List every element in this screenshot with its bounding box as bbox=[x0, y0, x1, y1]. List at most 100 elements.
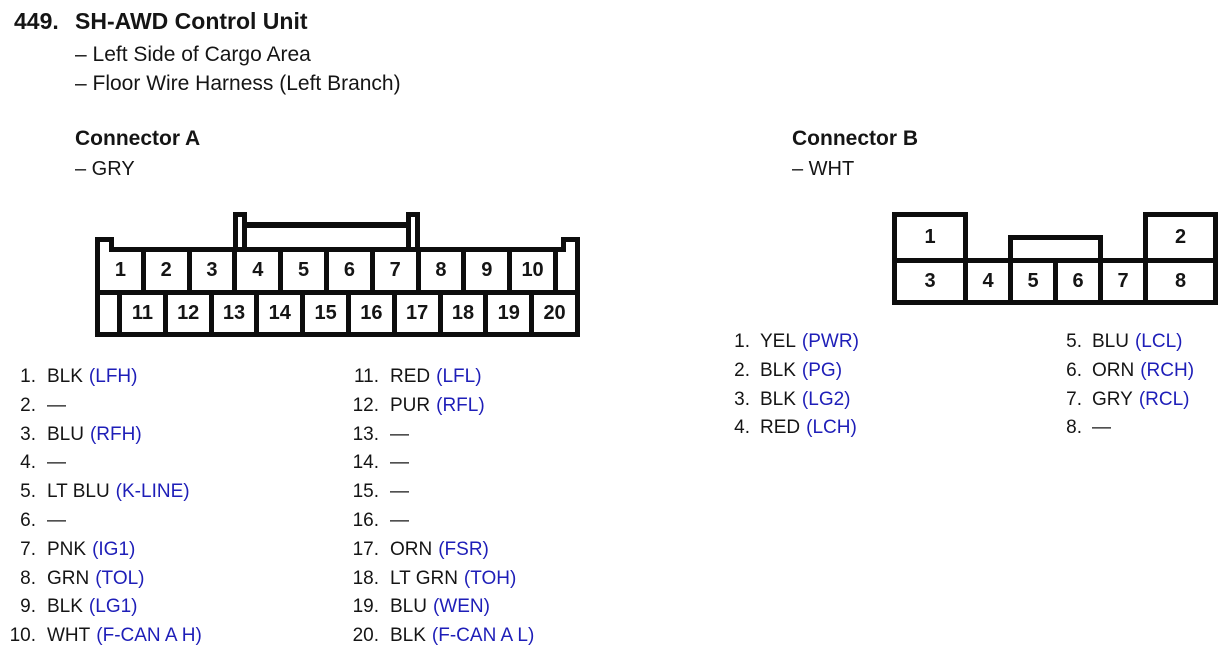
pin-number: 1. bbox=[20, 366, 36, 387]
pin-number: 11. bbox=[353, 366, 379, 387]
wire-color: BLU bbox=[390, 596, 427, 618]
pin-number: 2. bbox=[734, 359, 750, 381]
pin-cell: 3 bbox=[897, 263, 963, 300]
housing-tab bbox=[561, 237, 580, 252]
wire-color: — bbox=[390, 481, 409, 503]
connector-b-pin-list-col1: 1.YEL(PWR) 2.BLK(PG) 3.BLK(LG2) 4.RED(LC… bbox=[716, 328, 859, 443]
pin-row: 18.LT GRN(TOH) bbox=[341, 565, 534, 594]
pin-row: 1.BLK(LFH) bbox=[6, 363, 202, 392]
location-line: – Floor Wire Harness (Left Branch) bbox=[75, 71, 401, 95]
wire-color: GRY bbox=[1092, 388, 1133, 410]
pin-row: 5.LT BLU(K-LINE) bbox=[6, 478, 202, 507]
pin-cell: 5 bbox=[1013, 263, 1053, 300]
wire-color: — bbox=[390, 452, 409, 474]
wire-color: — bbox=[47, 452, 66, 474]
pin-row: 7.PNK(IG1) bbox=[6, 536, 202, 565]
pin-number: 3. bbox=[734, 388, 750, 410]
connector-a-top-row: 1 2 3 4 5 6 7 8 9 10 bbox=[100, 252, 575, 290]
pin-cell: 7 bbox=[374, 252, 416, 290]
housing-tab bbox=[1008, 235, 1103, 258]
wire-color: BLK bbox=[390, 625, 426, 647]
location-lines: – Left Side of Cargo Area – Floor Wire H… bbox=[75, 41, 401, 98]
pin-cell: 5 bbox=[283, 252, 324, 290]
connector-b-diagram: 1 2 3 4 5 6 7 8 bbox=[892, 212, 1218, 305]
pin-row: 8.GRN(TOL) bbox=[6, 565, 202, 594]
pin-row: 4.— bbox=[6, 449, 202, 478]
page-heading: 449. SH-AWD Control Unit bbox=[14, 8, 308, 35]
wire-color: BLU bbox=[1092, 331, 1129, 352]
connector-b-pin-list-col2: 5.BLU(LCL) 6.ORN(RCH) 7.GRY(RCL) 8.— bbox=[1048, 328, 1194, 443]
page-title: SH-AWD Control Unit bbox=[75, 8, 308, 34]
pin-row: 1.YEL(PWR) bbox=[716, 328, 859, 357]
pin-cell: 19 bbox=[488, 294, 530, 332]
connector-a-title: Connector A bbox=[75, 127, 201, 150]
wire-color: PUR bbox=[390, 394, 431, 416]
pin-cell: 17 bbox=[396, 294, 438, 332]
pin-row: 3.BLK(LG2) bbox=[716, 386, 859, 415]
pin-cell: 14 bbox=[259, 294, 301, 332]
pin-number: 8. bbox=[1066, 417, 1082, 439]
pin-row: 9.BLK(LG1) bbox=[6, 593, 202, 622]
wire-color: RED bbox=[390, 366, 431, 387]
wire-color: GRN bbox=[47, 567, 90, 589]
signal-name: (RCL) bbox=[1138, 388, 1190, 410]
pin-row: 3.BLU(RFH) bbox=[6, 421, 202, 450]
pin-number: 15. bbox=[352, 481, 379, 503]
pin-cell: 2 bbox=[145, 252, 187, 290]
pin-row: 12.PUR(RFL) bbox=[341, 392, 534, 421]
pin-cell: 13 bbox=[213, 294, 255, 332]
pin-number: 7. bbox=[1066, 388, 1082, 410]
connector-a-diagram: 1 2 3 4 5 6 7 8 9 10 11 12 13 14 15 16 1… bbox=[95, 212, 580, 337]
signal-name: (LCL) bbox=[1134, 331, 1183, 352]
pin-cell: 3 bbox=[191, 252, 233, 290]
pin-number: 16. bbox=[352, 509, 379, 531]
signal-name: (RFH) bbox=[89, 423, 142, 445]
pin-number: 10. bbox=[9, 625, 36, 647]
handle-post bbox=[233, 212, 247, 247]
pin-number: 8. bbox=[20, 567, 36, 589]
wire-color: — bbox=[47, 394, 66, 416]
wire-color: ORN bbox=[390, 538, 433, 560]
wire-color: WHT bbox=[47, 625, 91, 647]
pin-row: 15. — bbox=[341, 478, 534, 507]
signal-name: (F-CAN A L) bbox=[431, 625, 535, 647]
wire-color: BLK bbox=[47, 596, 83, 618]
blank-cell bbox=[557, 252, 575, 290]
pin-cell: 4 bbox=[237, 252, 279, 290]
pin-number: 4. bbox=[734, 417, 750, 439]
pin-number: 19. bbox=[352, 596, 379, 618]
wire-color: — bbox=[390, 423, 409, 445]
pin-cell: 20 bbox=[534, 294, 575, 332]
pin-row: 5. BLU(LCL) bbox=[1048, 328, 1194, 357]
signal-name: (LG2) bbox=[801, 388, 851, 410]
wire-color: — bbox=[47, 509, 66, 531]
connector-a-color: – GRY bbox=[75, 158, 135, 180]
pin-row: 8.— bbox=[1048, 414, 1194, 443]
connector-b-color: – WHT bbox=[792, 158, 855, 180]
pin-number: 9. bbox=[20, 596, 36, 618]
wire-color: LT GRN bbox=[390, 567, 458, 589]
pin-cell: 18 bbox=[442, 294, 484, 332]
signal-name: (RCH) bbox=[1140, 359, 1195, 381]
wire-color: BLU bbox=[47, 423, 84, 445]
blank-cell bbox=[100, 294, 117, 332]
pin-row: 7. GRY(RCL) bbox=[1048, 386, 1194, 415]
pin-row: 14. — bbox=[341, 449, 534, 478]
pin-number: 5. bbox=[1066, 331, 1082, 352]
pin-number: 14. bbox=[352, 452, 379, 474]
pin-number: 5. bbox=[20, 481, 36, 503]
pin-cell: 7 bbox=[1103, 263, 1143, 300]
pin-cell: 1 bbox=[100, 252, 141, 290]
pin-number: 6. bbox=[1066, 359, 1082, 381]
pin-row: 17.ORN(FSR) bbox=[341, 536, 534, 565]
pin-row: 10.WHT(F-CAN A H) bbox=[6, 622, 202, 651]
pin-number: 12. bbox=[352, 394, 379, 416]
signal-name: (PWR) bbox=[801, 331, 859, 352]
housing-tab bbox=[95, 237, 114, 252]
connector-a-bottom-row: 11 12 13 14 15 16 17 18 19 20 bbox=[100, 294, 575, 332]
wire-color: BLK bbox=[760, 359, 796, 381]
pin-cell: 12 bbox=[167, 294, 209, 332]
pin-cell: 6 bbox=[328, 252, 370, 290]
wire-color: — bbox=[390, 509, 409, 531]
